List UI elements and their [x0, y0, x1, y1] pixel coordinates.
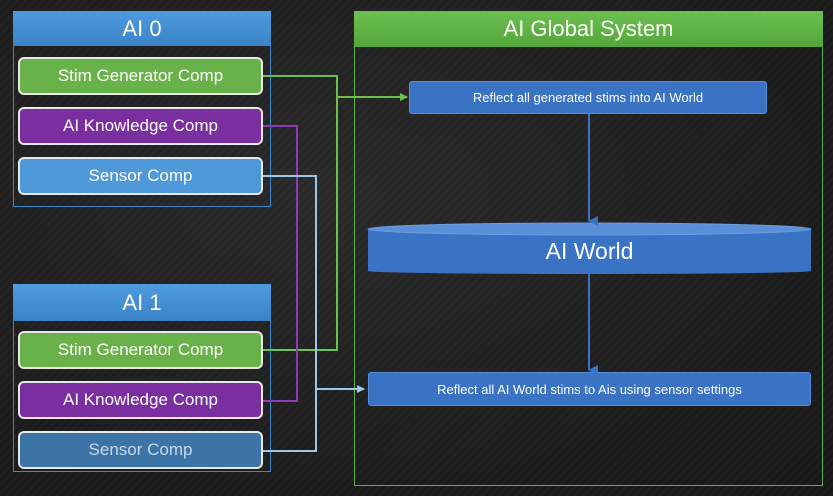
ai1-title: AI 1 — [13, 284, 271, 321]
ai1-ai-knowledge-comp: AI Knowledge Comp — [18, 381, 263, 419]
ai1-stim-generator-comp: Stim Generator Comp — [18, 331, 263, 369]
ai0-sensor-wire — [263, 175, 365, 393]
ai0-title: AI 0 — [13, 11, 271, 46]
ai0-panel: AI 0 — [13, 11, 271, 207]
ai-global-system-panel: AI Global System — [354, 11, 823, 486]
reflect-into-world-step: Reflect all generated stims into AI Worl… — [409, 81, 767, 114]
ai-world-label: AI World — [545, 238, 634, 264]
ai1-stim-wire — [263, 97, 338, 351]
ai-global-system-title: AI Global System — [354, 11, 823, 47]
ai1-panel: AI 1 — [13, 284, 271, 472]
reflect-to-ais-step: Reflect all AI World stims to Ais using … — [368, 372, 811, 406]
ai0-sensor-comp: Sensor Comp — [18, 157, 263, 195]
ai0-stim-generator-comp: Stim Generator Comp — [18, 57, 263, 95]
ai0-ai-knowledge-comp: AI Knowledge Comp — [18, 107, 263, 145]
ai1-sensor-comp: Sensor Comp — [18, 431, 263, 469]
